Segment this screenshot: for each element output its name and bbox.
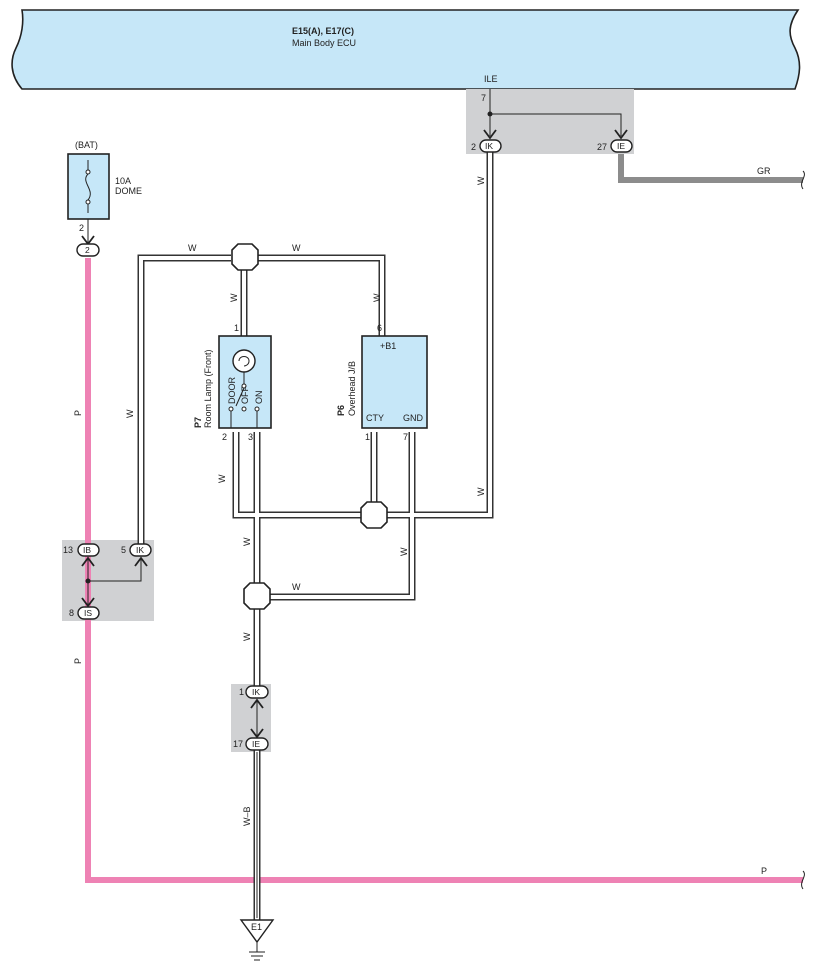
- splice-top: [231, 243, 259, 271]
- wire-label-p-2: P: [73, 658, 83, 664]
- splice-middle: [360, 501, 388, 529]
- main-body-ecu: E15(A), E17(C) Main Body ECU: [11, 9, 801, 90]
- ecu-title: E15(A), E17(C): [292, 26, 354, 36]
- overhead-jb-gnd: GND: [403, 413, 424, 423]
- room-lamp-pin-left: 2: [222, 432, 227, 442]
- junction-is-connector: [77, 606, 100, 620]
- fuse-dome: (BAT) 10A DOME 2 2: [67, 140, 142, 257]
- junction-ib-pin: 13: [63, 545, 73, 555]
- wire-label-p-3: P: [761, 866, 767, 876]
- junction-bottom-ik-pin: 1: [239, 687, 244, 697]
- wire-label-w-12: W: [242, 632, 252, 641]
- switch-door-label: DOOR: [227, 376, 237, 404]
- wire-label-wb: W–B: [242, 806, 252, 826]
- wire-label-w-6: W: [476, 176, 486, 185]
- junction-is-pin: 8: [69, 608, 74, 618]
- fuse-connector: [76, 243, 100, 257]
- junction-ik-label: IK: [136, 545, 144, 555]
- fuse-connector-pin: 2: [85, 245, 90, 255]
- ecu-pin-signal: ILE: [484, 74, 498, 84]
- room-lamp-front: 1 DOOR OFF ON P7 Room Lamp (Front) 2 3: [193, 323, 272, 442]
- ecu-subtitle: Main Body ECU: [292, 38, 356, 48]
- ecu-internal: ILE 7 IK 2 IE 27: [471, 74, 633, 153]
- switch-off-label: OFF: [240, 386, 250, 404]
- wire-label-w-3: W: [229, 293, 239, 302]
- ecu-ie-pin: 27: [597, 142, 607, 152]
- fuse-supply-label: (BAT): [75, 140, 98, 150]
- junction-ib-connector: [77, 543, 100, 557]
- overhead-jb-pin-cty: 1: [365, 432, 370, 442]
- junction-ib-label: IB: [83, 545, 91, 555]
- splice-bottom: [243, 582, 271, 610]
- junction-bottom-ik-label: IK: [252, 687, 260, 697]
- junction-ik-pin: 5: [121, 545, 126, 555]
- lamp-bulb-icon: [232, 349, 256, 373]
- wire-label-w-2: W: [292, 243, 301, 253]
- junction-left: IB 13 IK 5 IS 8: [63, 543, 152, 620]
- wire-label-w-8: W: [217, 474, 227, 483]
- junction-ik-connector: [129, 543, 152, 557]
- junction-bottom-ik-connector: [245, 685, 269, 699]
- room-lamp-pin-right: 3: [248, 432, 253, 442]
- room-lamp-name: Room Lamp (Front): [203, 349, 213, 428]
- ground-e1: E1: [239, 919, 275, 961]
- overhead-jb-name: Overhead J/B: [347, 361, 357, 416]
- junction-bottom-ie-label: IE: [252, 739, 260, 749]
- ecu-ik-pin: 2: [471, 142, 476, 152]
- overhead-jb-cty: CTY: [366, 413, 384, 423]
- wire-label-w-7: W: [476, 487, 486, 496]
- overhead-jb-pin-top: 6: [377, 323, 382, 333]
- ground-label: E1: [251, 922, 262, 932]
- wires-w: [137, 152, 494, 920]
- ecu-ie-connector: [610, 139, 633, 153]
- junction-bottom: IK 1 IE 17: [233, 685, 269, 751]
- wire-label-w-10: W: [399, 547, 409, 556]
- ecu-ie-label: IE: [617, 141, 625, 151]
- junction-bottom-ie-pin: 17: [233, 739, 243, 749]
- ground-icon: [239, 919, 275, 944]
- overhead-jb: 6 +B1 CTY GND P6 Overhead J/B 1 7: [336, 323, 428, 442]
- wire-label-w-4: W: [372, 293, 382, 302]
- ecu-pin-number: 7: [481, 93, 486, 103]
- wire-p: [85, 258, 805, 890]
- room-lamp-code: P7: [193, 417, 203, 428]
- junction-is-label: IS: [84, 608, 92, 618]
- ecu-ik-label: IK: [485, 141, 493, 151]
- room-lamp-pin-top: 1: [234, 323, 239, 333]
- fuse-name: DOME: [115, 186, 142, 196]
- ecu-ik-connector: [479, 139, 502, 153]
- junction-bottom-ie-connector: [245, 737, 269, 751]
- switch-on-label: ON: [254, 391, 264, 405]
- wire-label-w-5: W: [125, 409, 135, 418]
- wire-color-labels: W W W W W W W W W W W W W–B P P P GR: [73, 166, 771, 876]
- overhead-jb-pin-gnd: 7: [403, 432, 408, 442]
- wire-label-w-11: W: [292, 582, 301, 592]
- wire-label-p-1: P: [73, 410, 83, 416]
- wire-label-gr: GR: [757, 166, 771, 176]
- wire-label-w-1: W: [188, 243, 197, 253]
- overhead-jb-b1: +B1: [380, 341, 396, 351]
- overhead-jb-code: P6: [336, 405, 346, 416]
- wire-gr: [618, 154, 805, 190]
- wire-label-w-9: W: [242, 537, 252, 546]
- fuse-rating: 10A: [115, 176, 131, 186]
- fuse-pin: 2: [79, 223, 84, 233]
